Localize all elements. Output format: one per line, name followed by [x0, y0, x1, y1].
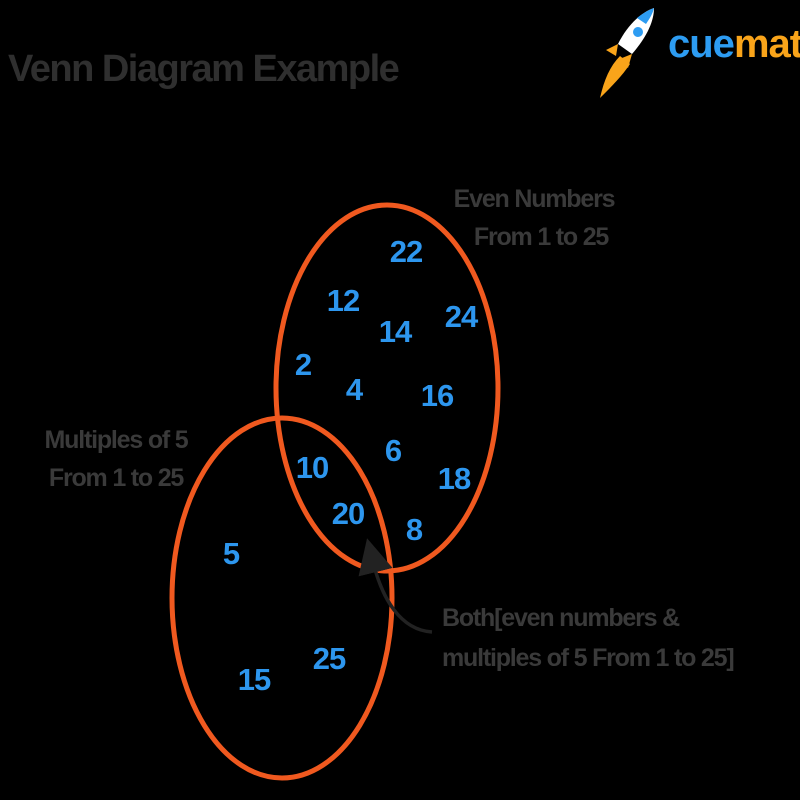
set-member: 24	[445, 299, 479, 334]
both-pointer-arrow	[358, 538, 433, 634]
set-member: 16	[421, 378, 454, 413]
page-title: Venn Diagram Example	[8, 48, 400, 90]
intersection-member: 20	[332, 496, 364, 531]
set-member: 8	[406, 512, 423, 547]
multiples-of-5-label: Multiples of 5 From 1 to 25	[44, 426, 189, 492]
set-member: 18	[438, 461, 471, 496]
rocket-icon	[600, 8, 654, 98]
intersection-member: 10	[296, 450, 328, 485]
both-label: Both[even numbers & multiples of 5 From …	[442, 604, 735, 672]
set-member: 5	[223, 536, 240, 571]
set-member: 15	[238, 662, 271, 697]
set-member: 12	[327, 283, 359, 318]
set-member: 25	[313, 641, 346, 676]
set-member: 14	[379, 314, 413, 349]
set-member: 2	[295, 347, 311, 382]
cuemath-logo: cuemath	[668, 22, 800, 66]
set-member: 6	[385, 433, 402, 468]
set-member: 4	[346, 372, 364, 407]
set-member: 22	[390, 234, 422, 269]
multiples-of-5-circle	[169, 415, 395, 781]
even-numbers-label: Even Numbers From 1 to 25	[453, 185, 616, 251]
even-numbers-circle	[273, 202, 501, 574]
